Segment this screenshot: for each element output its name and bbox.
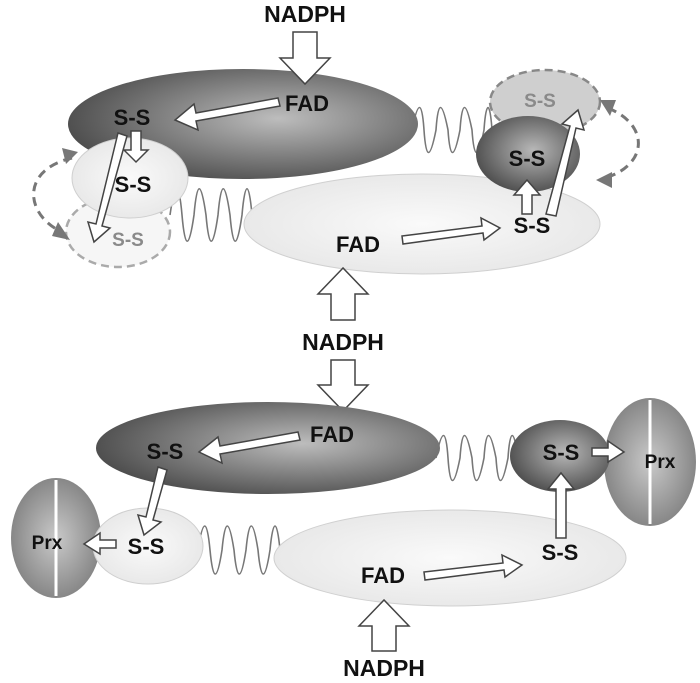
- transfer-arrow: [122, 130, 150, 164]
- spring-linker: [169, 188, 253, 242]
- fad-label: FAD: [361, 563, 405, 588]
- block-arrow-down: [316, 359, 370, 413]
- block-arrow-up: [357, 598, 411, 652]
- light-fad-domain: [243, 173, 601, 275]
- transfer-arrow: [197, 431, 301, 465]
- prx-domain: [11, 478, 101, 598]
- dashed-rotation-arrow: [604, 106, 640, 180]
- transfer-arrow: [82, 531, 117, 556]
- bottom-panel: NADPH FAD FAD S-S S-S S-S S-S Prx Prx: [11, 329, 696, 681]
- prx-label: Prx: [645, 452, 676, 473]
- prx-label: Prx: [32, 533, 63, 554]
- transfer-arrow: [545, 108, 586, 217]
- nadph-label: NADPH: [302, 329, 384, 355]
- ss-label: S-S: [128, 534, 165, 559]
- dashed-rotation-arrow: [32, 156, 73, 234]
- transfer-arrow: [546, 471, 576, 539]
- ss-label: S-S: [543, 440, 580, 465]
- spring-linker: [197, 525, 281, 575]
- small-light-ss-domain: [71, 137, 189, 219]
- prx-domain: [604, 398, 696, 526]
- fad-label: FAD: [336, 232, 380, 257]
- transfer-arrow: [173, 97, 281, 132]
- ss-label: S-S: [114, 105, 151, 130]
- dashed-arrow-head: [52, 222, 70, 240]
- ss-label: S-S: [542, 540, 579, 565]
- dashed-arrow-head: [62, 148, 78, 164]
- ss-label-faded: S-S: [112, 230, 144, 251]
- transfer-arrow: [423, 553, 524, 581]
- top-panel: NADPH FAD FAD S-S S-S S-S S-S S-S S-S: [32, 1, 640, 321]
- dashed-arrow-head: [596, 172, 612, 188]
- small-dark-ss-domain: [510, 420, 610, 492]
- transfer-arrow: [86, 132, 128, 244]
- transfer-arrow: [591, 439, 626, 464]
- dashed-arrow-head: [600, 100, 616, 116]
- spring-linker: [435, 434, 519, 482]
- dark-fad-domain: [96, 402, 440, 494]
- block-arrow-up: [316, 266, 370, 321]
- ss-label: S-S: [514, 213, 551, 238]
- ss-label: S-S: [115, 172, 152, 197]
- small-dark-ss-domain: [476, 116, 580, 192]
- light-fad-domain: [273, 509, 627, 607]
- ss-label-faded: S-S: [524, 91, 556, 112]
- fad-label: FAD: [310, 422, 354, 447]
- block-arrow-down: [278, 31, 332, 86]
- nadph-label: NADPH: [343, 655, 425, 681]
- ss-label: S-S: [509, 146, 546, 171]
- transfer-arrow: [512, 178, 542, 215]
- nadph-label: NADPH: [264, 1, 346, 27]
- fad-label: FAD: [285, 91, 329, 116]
- transfer-arrow: [136, 466, 168, 537]
- transfer-arrow: [401, 216, 502, 245]
- ss-label: S-S: [147, 439, 184, 464]
